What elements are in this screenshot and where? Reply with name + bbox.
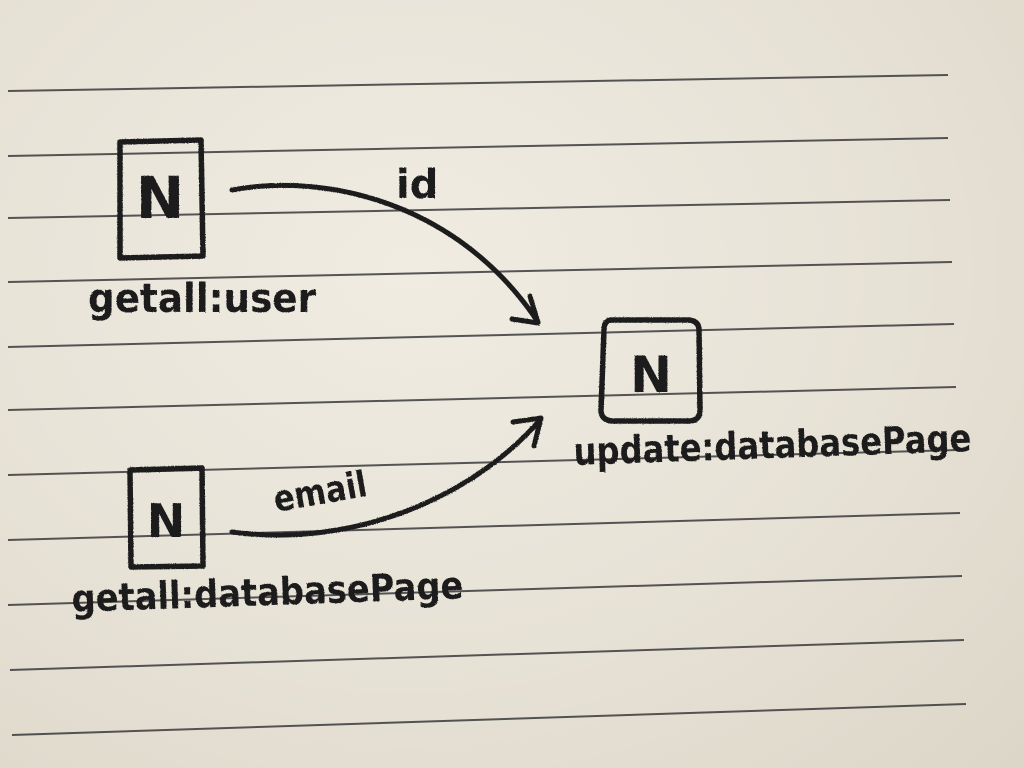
ruled-line — [7, 74, 949, 92]
ink-drawing: N getall:user N getall:databasePage N up… — [71, 137, 972, 621]
node-box — [127, 465, 206, 570]
edge-label-email: email — [270, 464, 370, 521]
node-n-icon: N — [147, 494, 186, 548]
node-n-icon: N — [136, 164, 185, 232]
node-getall-user: N getall:user — [88, 137, 316, 322]
ruled-line — [7, 323, 955, 348]
node-getall-database-page: N getall:databasePage — [71, 465, 464, 621]
ruled-line — [11, 703, 967, 736]
edge-line — [229, 182, 541, 325]
edge-label-id: id — [396, 162, 438, 208]
ruled-line — [7, 386, 957, 411]
node-label-getall-user: getall:user — [88, 276, 316, 322]
node-label-getall-database-page: getall:databasePage — [71, 563, 464, 621]
node-box — [598, 317, 703, 424]
ruled-line — [7, 199, 951, 219]
ruled-line — [7, 575, 963, 606]
edge-email: email — [229, 415, 544, 538]
node-update-database-page: N update:databasePage — [573, 317, 972, 474]
node-label-update-database-page: update:databasePage — [573, 416, 972, 474]
ruled-line — [7, 137, 949, 157]
node-box — [117, 137, 206, 261]
node-n-icon: N — [630, 346, 672, 404]
arrowhead-icon — [509, 293, 541, 326]
ruled-line — [9, 639, 965, 671]
edge-line — [229, 417, 543, 538]
ruled-line — [7, 512, 961, 541]
arrowhead-icon — [510, 415, 544, 449]
edge-id: id — [229, 162, 541, 326]
ruled-line — [7, 261, 953, 283]
